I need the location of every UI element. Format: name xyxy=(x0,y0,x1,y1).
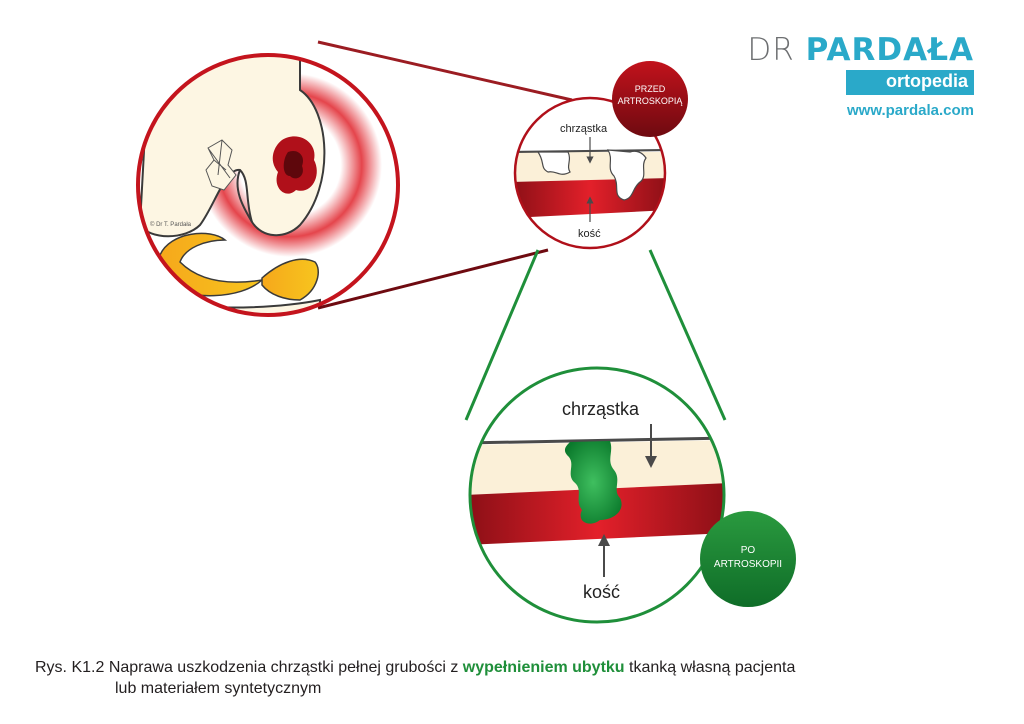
cartilage-label-large: chrząstka xyxy=(562,399,640,419)
brand-name: DR PARDAŁA xyxy=(714,32,974,68)
brand-name-prefix: DR xyxy=(747,32,795,68)
after-badge-line2: ARTROSKOPII xyxy=(714,559,782,570)
bone-defect xyxy=(606,149,647,201)
cartilage-label-small: chrząstka xyxy=(560,123,608,135)
cartilage-fragment xyxy=(205,139,237,191)
brand-tagline: ortopedia xyxy=(845,70,974,95)
zoom-line-left xyxy=(464,249,540,421)
defect-filling xyxy=(564,441,622,524)
bone-label-small: kość xyxy=(578,228,601,240)
before-badge-line1: PRZED xyxy=(635,84,666,94)
figure-caption: Rys. K1.2 Naprawa uszkodzenia chrząstki … xyxy=(35,657,995,699)
zoom-line-bottom xyxy=(317,248,549,310)
before-panel: chrząstka kość xyxy=(513,96,667,250)
caption-prefix: Rys. K1.2 xyxy=(35,659,109,676)
knee-panel: © Dr T. Pardała xyxy=(136,53,400,317)
before-badge: PRZED ARTROSKOPIĄ xyxy=(612,61,688,137)
brand-name-main: PARDAŁA xyxy=(805,32,974,68)
after-badge-line1: PO xyxy=(741,545,756,556)
caption-line2: lub materiałem syntetycznym xyxy=(115,680,322,697)
before-badge-line2: ARTROSKOPIĄ xyxy=(618,96,684,106)
brand-logo: DR PARDAŁA ortopedia www.pardala.com xyxy=(714,32,974,119)
zoom-line-right xyxy=(648,249,727,421)
caption-text-before: Naprawa uszkodzenia chrząstki pełnej gru… xyxy=(108,659,463,676)
bone-label-large: kość xyxy=(583,582,620,602)
cartilage-defect xyxy=(536,151,571,175)
meniscus xyxy=(159,232,265,297)
brand-url[interactable]: www.pardala.com xyxy=(847,102,974,119)
caption-highlight: wypełnieniem ubytku xyxy=(462,659,625,676)
zoom-line-top xyxy=(317,40,573,102)
caption-text-after: tkanką własną pacjenta xyxy=(624,659,796,676)
after-badge: PO ARTROSKOPII xyxy=(700,511,796,607)
copyright-text: © Dr T. Pardała xyxy=(150,221,192,228)
after-panel: chrząstka kość xyxy=(468,366,726,624)
